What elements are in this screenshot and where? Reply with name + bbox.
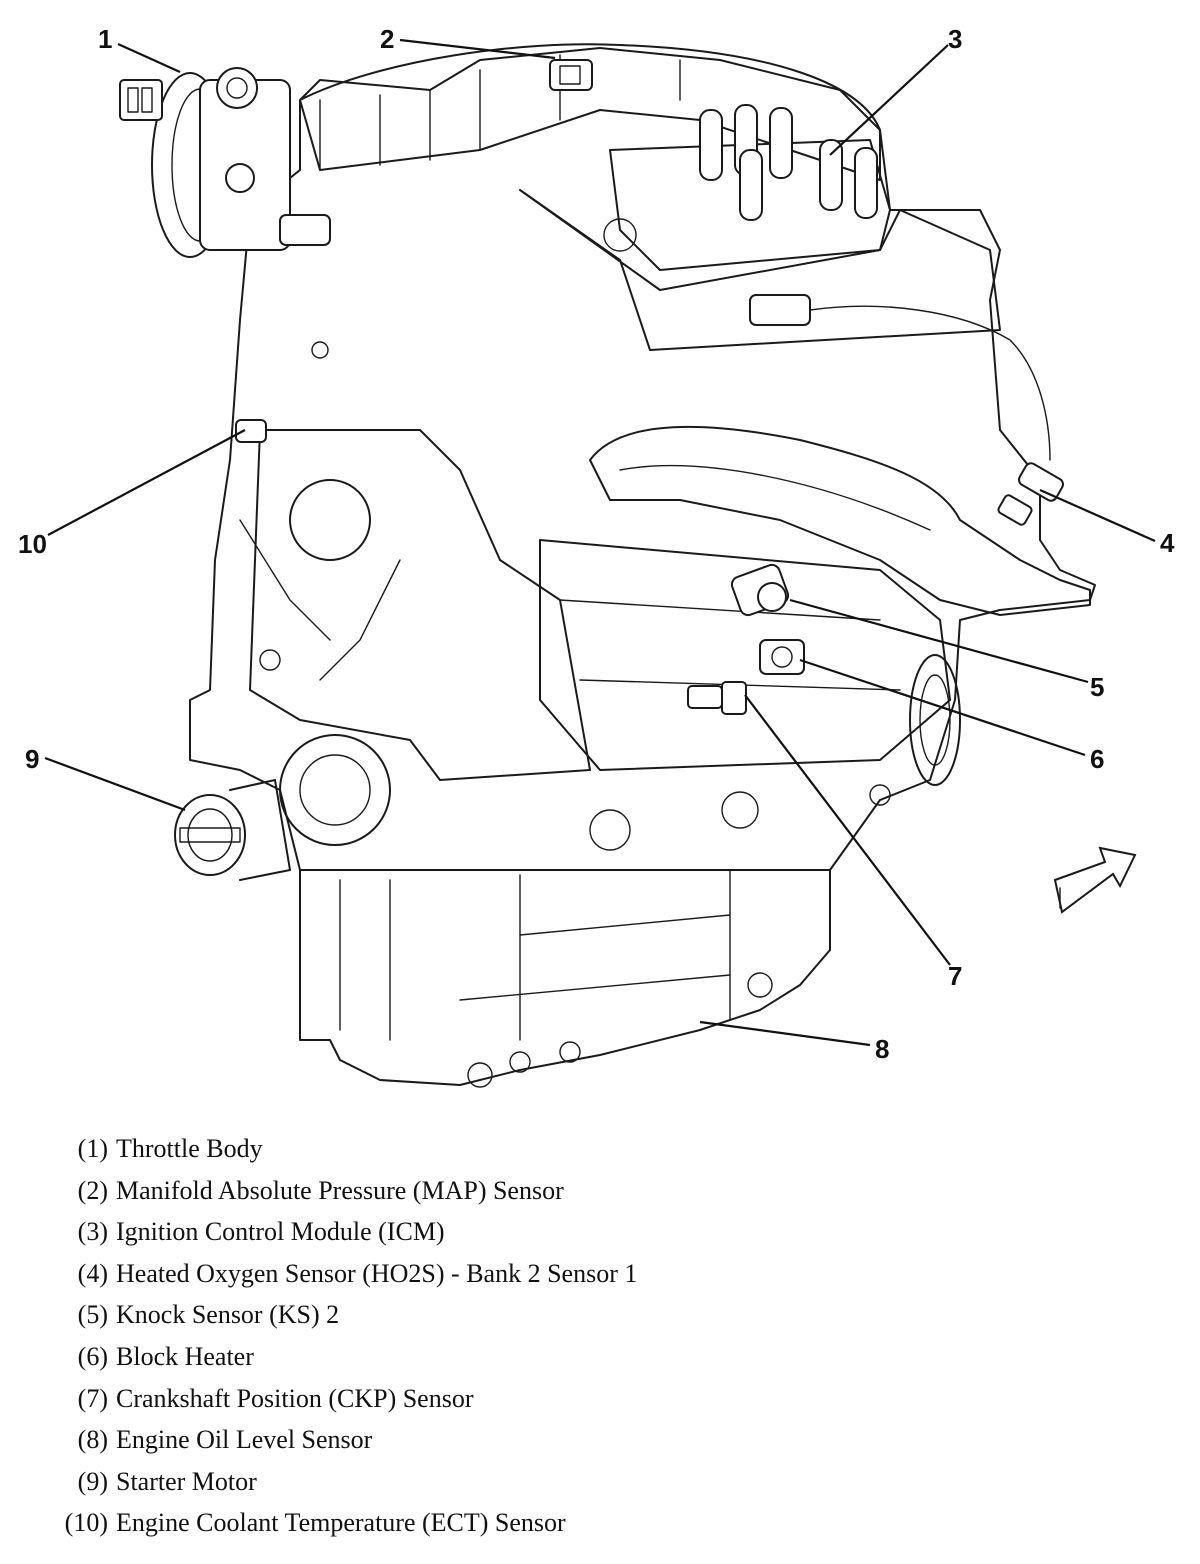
legend-number: (7) — [77, 1383, 108, 1413]
legend-item: (10) Engine Coolant Temperature (ECT) Sen… — [40, 1502, 1140, 1544]
legend-item: (3) Ignition Control Module (ICM) — [40, 1211, 1140, 1253]
legend-number: (8) — [77, 1425, 108, 1455]
callout-1: 1 — [98, 24, 112, 54]
callout-3: 3 — [948, 24, 962, 54]
callout-9: 9 — [25, 744, 39, 774]
legend-item: (6) Block Heater — [40, 1336, 1140, 1378]
engine-diagram: 1 2 3 4 5 6 7 8 9 10 — [18, 24, 1175, 1088]
callout-10: 10 — [18, 529, 47, 559]
engine-illustration — [119, 43, 1096, 1088]
callout-numbers: 1 2 3 4 5 6 7 8 9 10 — [18, 24, 1175, 1064]
legend-label: Throttle Body — [116, 1134, 263, 1163]
legend-item: (2) Manifold Absolute Pressure (MAP) Sens… — [40, 1170, 1140, 1212]
callout-8: 8 — [875, 1034, 889, 1064]
legend-number: (3) — [77, 1217, 108, 1247]
legend-item: (4) Heated Oxygen Sensor (HO2S) - Bank 2 … — [40, 1253, 1140, 1295]
legend-label: Engine Oil Level Sensor — [116, 1425, 373, 1455]
legend-label: Block Heater — [116, 1341, 254, 1371]
component-legend: (1) Throttle Body (2) Manifold Absolute Pr… — [40, 1128, 1140, 1544]
legend-label: Engine Coolant Temperature (ECT) Sensor — [116, 1508, 566, 1538]
legend-number: (6) — [77, 1341, 108, 1371]
legend-item: (1) Throttle Body — [40, 1128, 1140, 1170]
legend-number: (1) — [77, 1134, 108, 1163]
legend-number: (2) — [77, 1175, 108, 1205]
legend-label: Manifold Absolute Pressure (MAP) Sensor — [116, 1175, 564, 1205]
front-direction-arrow-icon — [1053, 846, 1137, 914]
callout-2: 2 — [380, 24, 394, 54]
legend-number: (9) — [77, 1466, 108, 1496]
legend-item: (5) Knock Sensor (KS) 2 — [40, 1294, 1140, 1336]
legend-number: (5) — [77, 1300, 108, 1330]
leader-lines — [44, 38, 1156, 1047]
legend-label: Crankshaft Position (CKP) Sensor — [116, 1383, 474, 1413]
callout-6: 6 — [1090, 744, 1104, 774]
legend-number: (10) — [64, 1508, 108, 1538]
legend-label: Knock Sensor (KS) 2 — [116, 1300, 340, 1330]
callout-5: 5 — [1090, 672, 1104, 702]
legend-number: (4) — [77, 1258, 108, 1288]
callout-7: 7 — [948, 961, 962, 991]
legend-label: Ignition Control Module (ICM) — [116, 1217, 445, 1247]
legend-item: (7) Crankshaft Position (CKP) Sensor — [40, 1378, 1140, 1420]
legend-item: (8) Engine Oil Level Sensor — [40, 1419, 1140, 1461]
legend-item: (9) Starter Motor — [40, 1461, 1140, 1503]
legend-label: Heated Oxygen Sensor (HO2S) - Bank 2 Sen… — [116, 1258, 638, 1288]
callout-4: 4 — [1160, 528, 1175, 558]
legend-label: Starter Motor — [116, 1466, 257, 1496]
